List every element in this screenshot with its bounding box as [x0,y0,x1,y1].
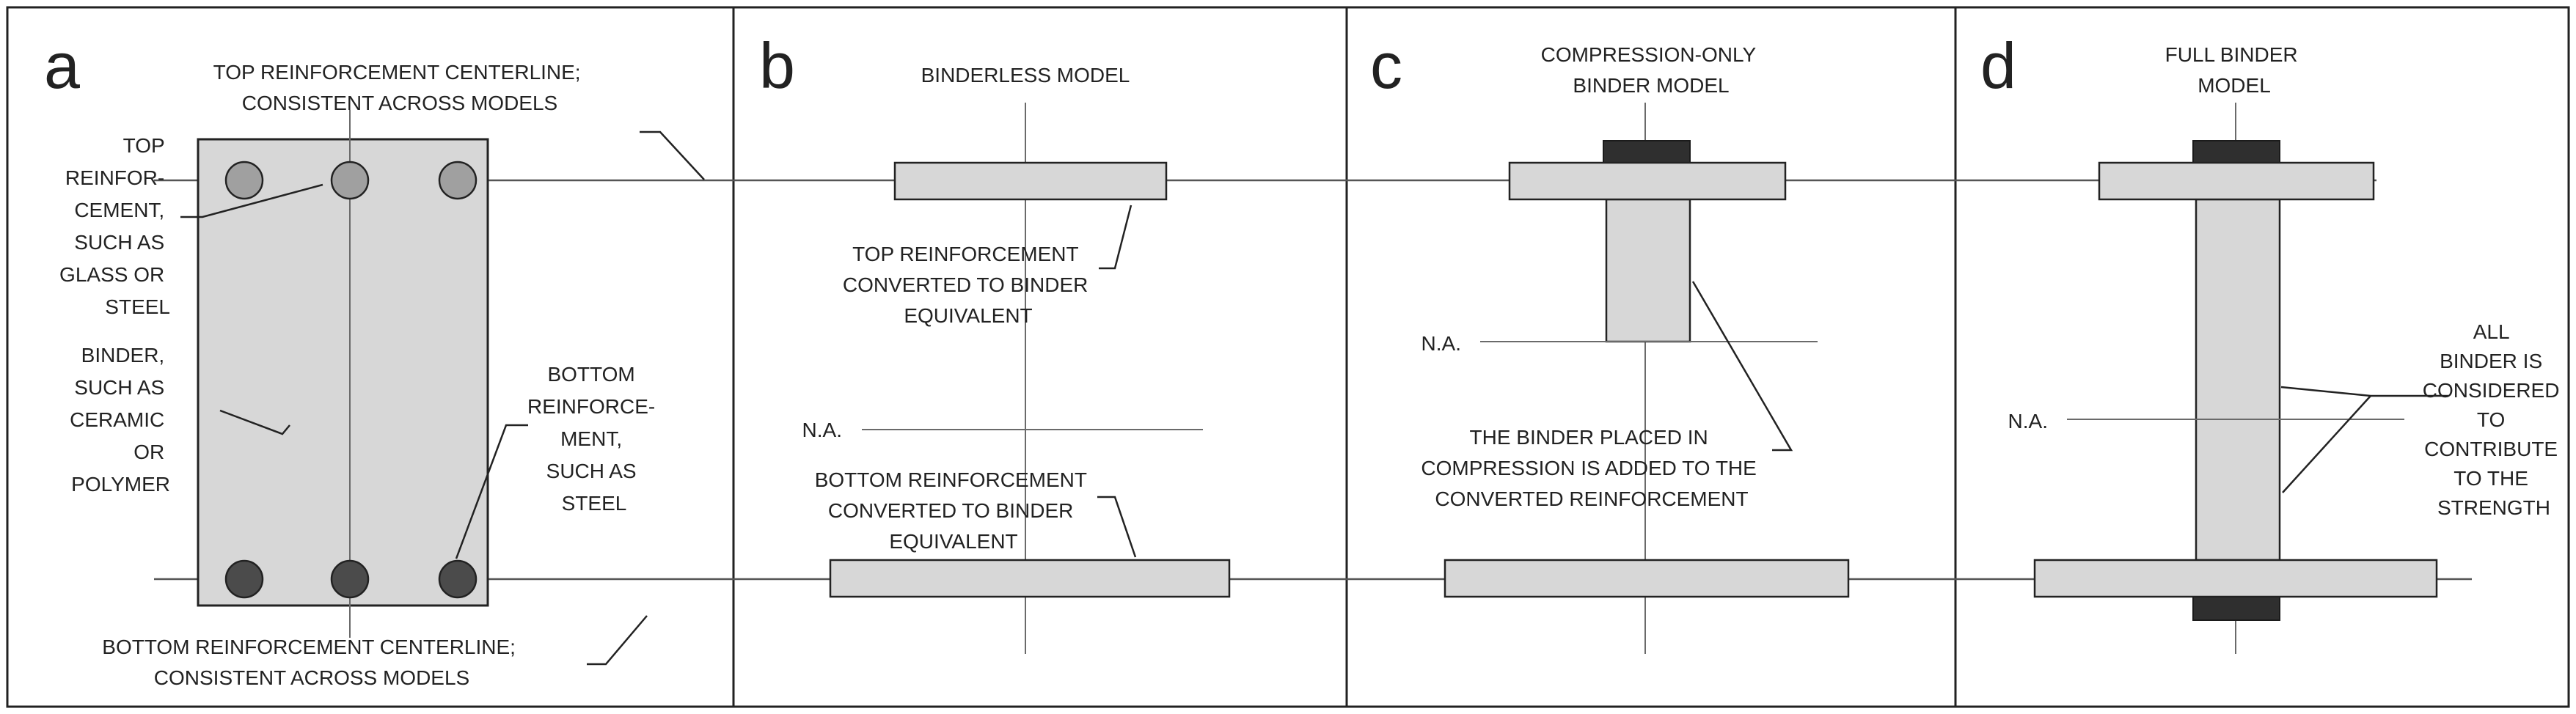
bottom-rebar-3 [438,559,477,599]
bottom-converted-leader [1097,496,1137,558]
bottom-converted-plate [829,559,1231,598]
full-binder-top-cap [2192,140,2280,165]
full-binder-web [2195,198,2281,562]
panel-c: c COMPRESSION-ONLY BINDER MODEL N.A. THE… [1370,29,1850,654]
panel-d-frame [1954,6,2570,708]
panel-a-letter: a [44,29,80,102]
panel-d-na-label: N.A. [2008,410,2048,433]
compression-binder-cap [1603,140,1691,165]
bottom-converted-label: BOTTOM REINFORCEMENT CONVERTED TO BINDER… [815,468,1093,553]
top-centerline-label: TOP REINFORCEMENT CENTERLINE; CONSISTENT… [213,61,587,114]
panel-b-letter: b [759,29,795,102]
top-rebar-2 [330,161,370,200]
panel-d-note-leader-lower [2282,395,2371,493]
panel-c-frame [1345,6,1957,708]
binder-label: BINDER, SUCH AS CERAMIC OR POLYMER [70,344,170,496]
top-centerline-leader [640,130,705,180]
full-binder-bottom-cap [2192,596,2280,621]
panel-c-letter: c [1370,29,1402,102]
top-rebar-1 [224,161,264,200]
panel-c-top-plate [1508,161,1787,201]
panel-c-bottom-plate [1443,559,1850,598]
panel-c-na-label: N.A. [1421,332,1461,355]
top-converted-plate [893,161,1168,201]
top-converted-leader [1099,205,1133,270]
panel-b: b BINDERLESS MODEL TOP REINFORCEMENT CON… [759,29,1231,654]
compression-binder-block [1605,198,1691,343]
top-converted-label: TOP REINFORCEMENT CONVERTED TO BINDER EQ… [843,243,1094,327]
top-rebar-3 [438,161,477,200]
bottom-rebar-2 [330,559,370,599]
top-reinforcement-label: TOP REINFOR- CEMENT, SUCH AS GLASS OR ST… [59,134,170,318]
panel-d-title: FULL BINDER MODEL [2165,43,2304,97]
panel-d-note: ALL BINDER IS CONSIDERED TO CONTRIBUTE T… [2423,320,2565,519]
bottom-rebar-1 [224,559,264,599]
bottom-centerline-label: BOTTOM REINFORCEMENT CENTERLINE; CONSIST… [102,636,521,689]
bottom-centerline-leader [587,615,648,666]
bottom-reinforcement-label: BOTTOM REINFORCE- MENT, SUCH AS STEEL [527,363,661,515]
bottom-reinforcement-leader [455,424,528,559]
panel-c-note-leader [1691,281,1793,452]
panel-a: a TOP REINFORCEMENT CENTERLINE; CONSISTE… [44,29,705,689]
beam-cross-section [197,138,489,607]
panel-c-title: COMPRESSION-ONLY BINDER MODEL [1541,43,1762,97]
panel-b-frame [732,6,1348,708]
binder-leader [219,409,290,435]
panel-b-title: BINDERLESS MODEL [921,64,1130,87]
top-reinforcement-leader [180,183,323,218]
panel-b-na-label: N.A. [802,419,842,441]
panel-d-bottom-plate [2033,559,2438,598]
panel-d: d FULL BINDER MODEL N.A. ALL BINDER IS C… [1980,29,2565,654]
panel-d-top-plate [2098,161,2375,201]
panel-c-note: THE BINDER PLACED IN COMPRESSION IS ADDE… [1421,426,1762,510]
panel-d-letter: d [1980,29,2016,102]
